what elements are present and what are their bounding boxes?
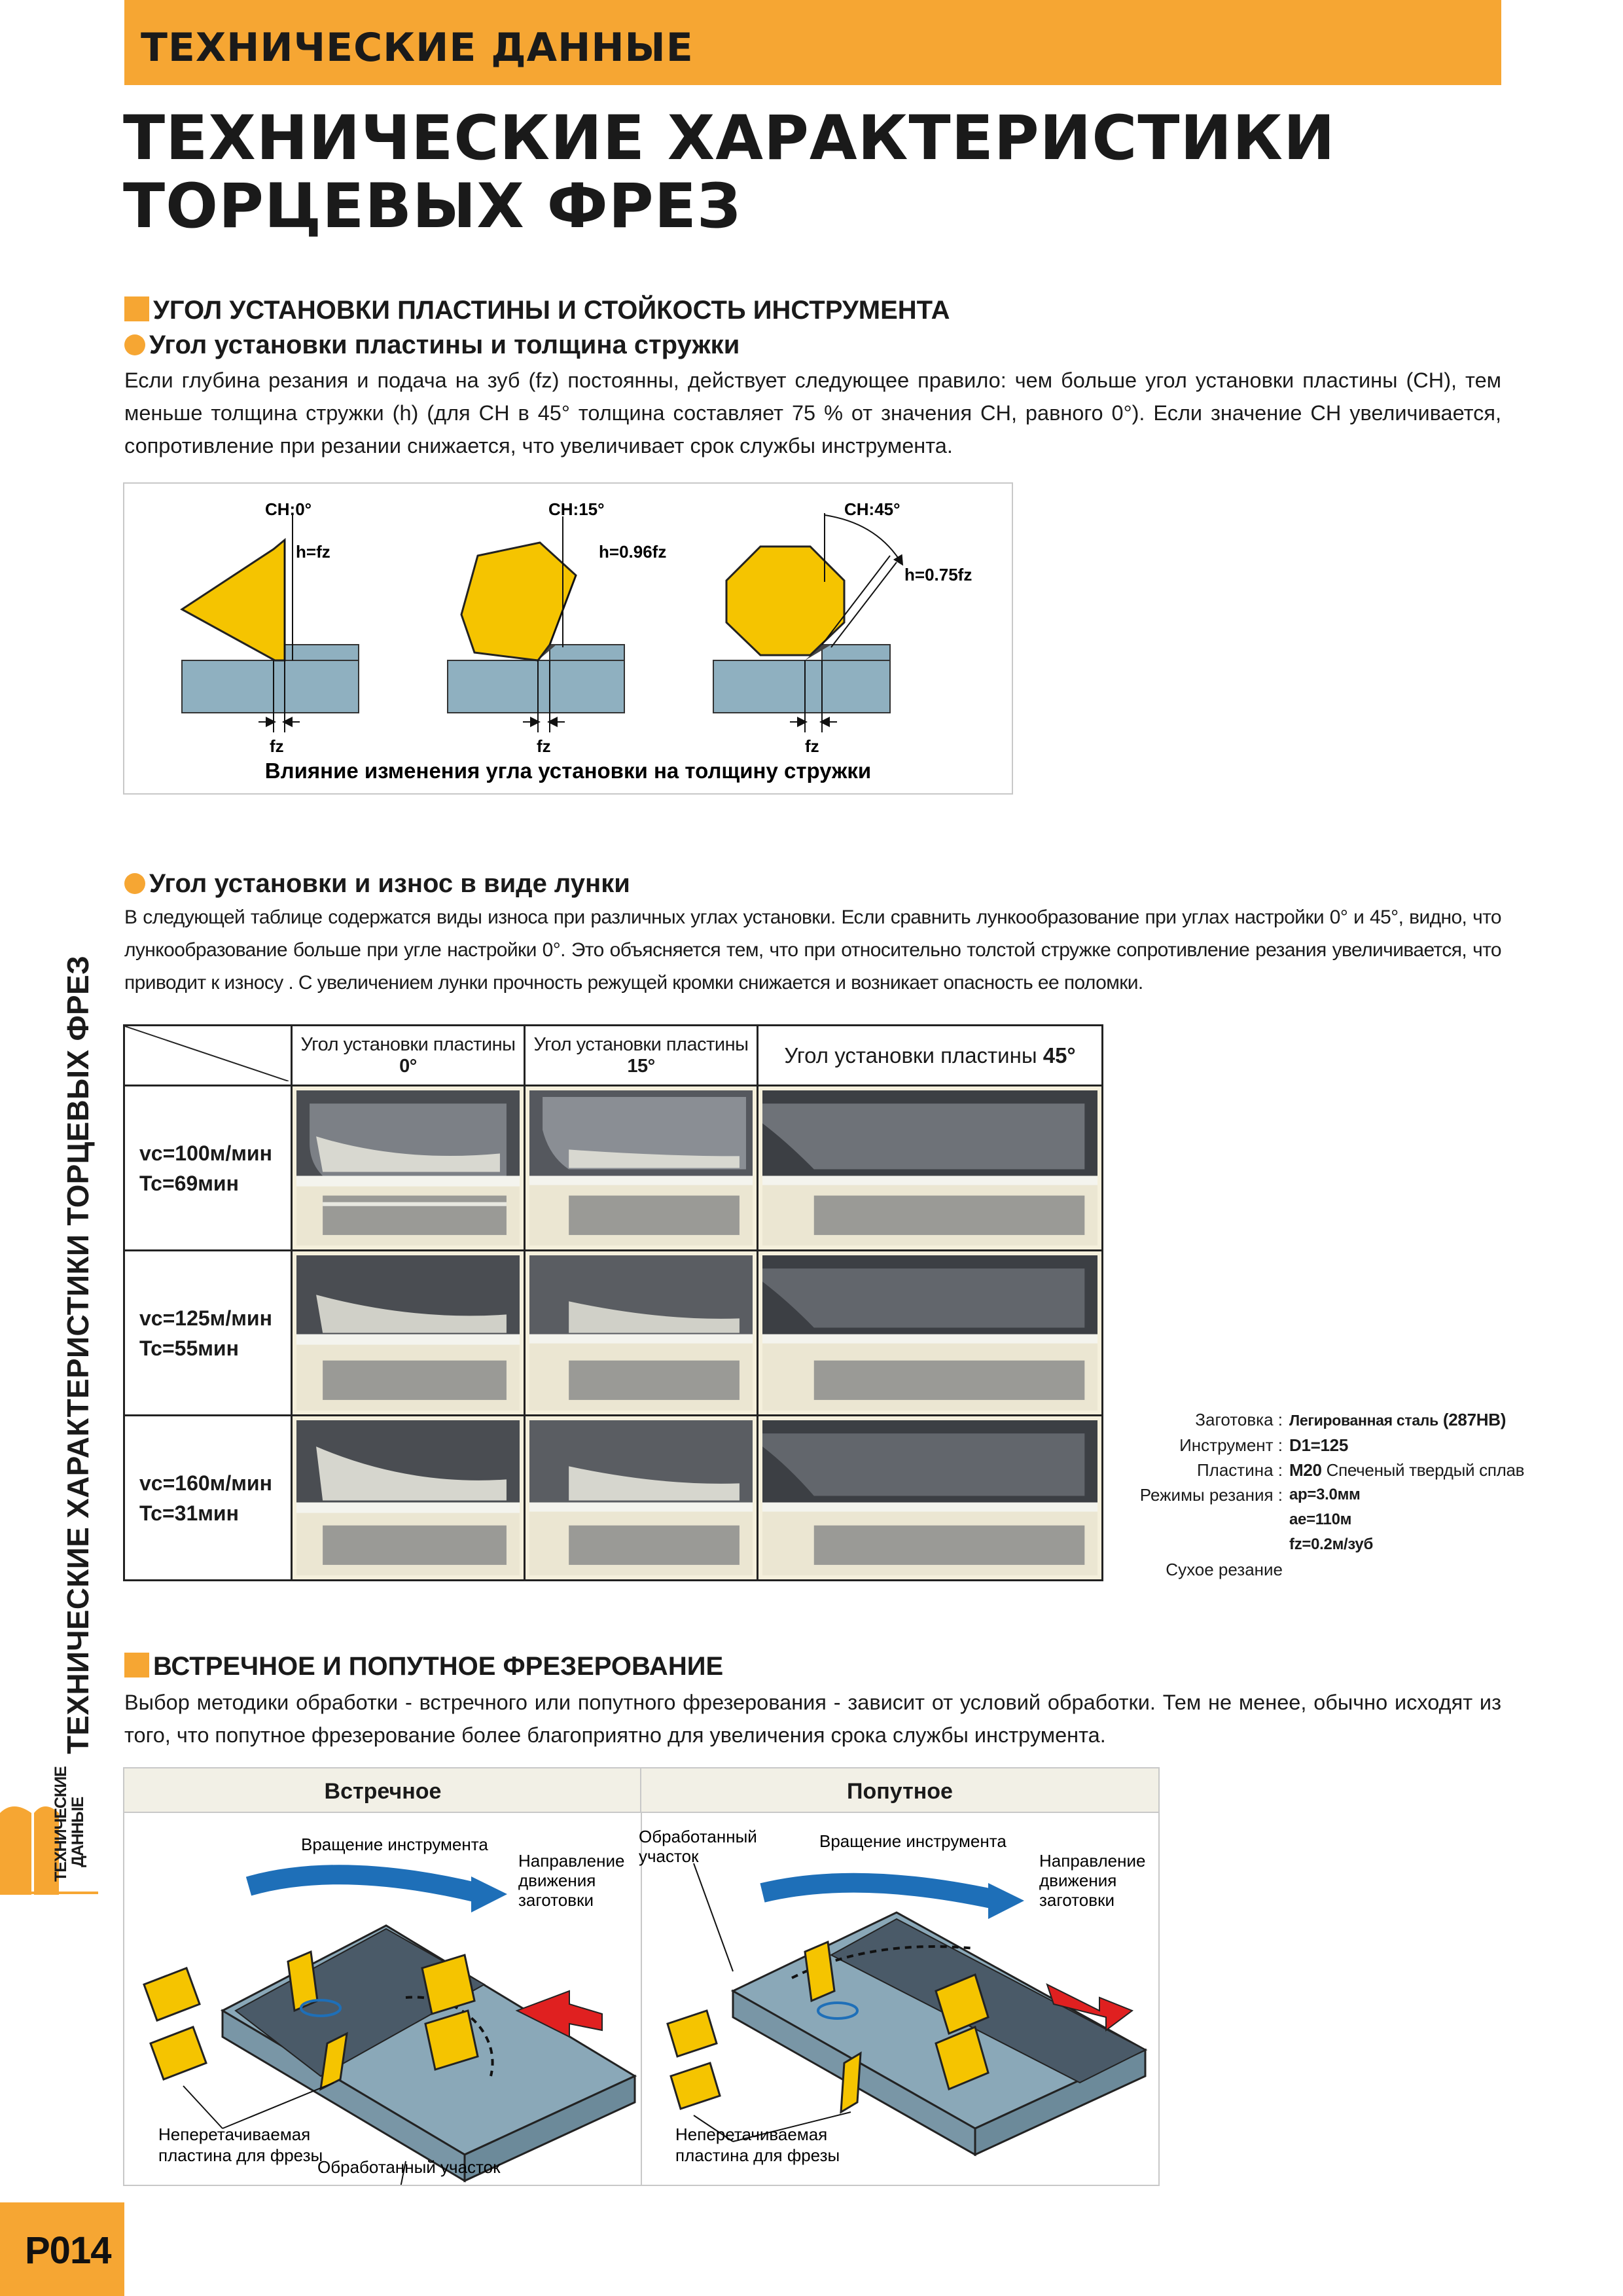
header-band <box>124 0 1501 85</box>
header-band-text: ТЕХНИЧЕСКИЕ ДАННЫЕ <box>141 25 694 71</box>
side-tab-label: ТЕХНИЧЕСКИЕ ДАННЫЕ <box>52 1767 87 1882</box>
insert-0 <box>180 537 286 662</box>
tool-value: D1=125 <box>1289 1435 1348 1455</box>
feed-label-right-1: Направление <box>1039 1851 1145 1871</box>
paragraph-chip-thickness: Если глубина резания и подача на зуб (fz… <box>124 368 1501 457</box>
wear-photo <box>757 1085 1103 1251</box>
wear-photo <box>524 1249 758 1416</box>
orange-dot-icon <box>124 334 145 355</box>
insert-label-left-2: пластина для фрезы <box>158 2145 323 2165</box>
ch45-label: CH:45° <box>844 499 901 519</box>
page-title: ТЕХНИЧЕСКИЕ ХАРАКТЕРИСТИКИ ТОРЦЕВЫХ ФРЕЗ <box>123 105 1336 241</box>
fz-label-0: fz <box>270 736 284 756</box>
dry-cutting: Сухое резание <box>1166 1560 1283 1579</box>
climb-title: Попутное <box>847 1779 953 1804</box>
workpiece-value: Легированная сталь (287HB) <box>1289 1410 1507 1429</box>
wear-photo <box>524 1085 758 1251</box>
insert-label-right-2: пластина для фрезы <box>675 2145 840 2165</box>
cutting-conditions: Заготовка : Легированная сталь (287HB) Ин… <box>1113 1407 1584 1582</box>
insert-45 <box>725 545 846 656</box>
rotation-arrow <box>245 1865 480 1903</box>
wear-header-45: Угол установки пластины 45° <box>757 1024 1103 1086</box>
subheading-chip-thickness: Угол установки пластины и толщина стружк… <box>124 331 740 360</box>
wear-photo <box>524 1414 758 1581</box>
wear-table-corner <box>123 1024 293 1086</box>
page-title-line2: ТОРЦЕВЫХ ФРЕЗ <box>123 171 741 242</box>
feed-label-right-2: движения <box>1039 1871 1116 1890</box>
page-number-box <box>0 2202 124 2296</box>
feed-label-left-2: движения <box>518 1871 596 1890</box>
workpiece-15 <box>447 660 625 713</box>
workpiece-label: Заготовка : <box>1195 1410 1283 1429</box>
feed-arrow <box>1046 1983 1134 2032</box>
insert-label-left-1: Неперетачиваемая <box>158 2125 310 2144</box>
orange-dot-icon <box>124 873 145 894</box>
paragraph-crater-wear: В следующей таблице содержатся виды изно… <box>124 906 1502 994</box>
feed-label-left-1: Направление <box>518 1851 624 1871</box>
wear-photo <box>291 1085 526 1251</box>
conventional-title: Встречное <box>324 1779 442 1804</box>
workpiece-45 <box>713 660 891 713</box>
page-number: P014 <box>25 2229 111 2272</box>
wear-photo <box>757 1414 1103 1581</box>
insert-label: Пластина : <box>1196 1460 1283 1480</box>
insert-value: M20 Спеченый твердый сплав <box>1289 1460 1525 1480</box>
workpiece-0 <box>181 660 359 713</box>
fz-label-15: fz <box>537 736 551 756</box>
modes-label: Режимы резания : <box>1139 1485 1283 1505</box>
chip-thickness-svg: CH:0° h=fz fz CH:15° h=0.96fz fz CH:45° … <box>180 499 972 783</box>
h0-label: h=fz <box>296 542 330 562</box>
wear-photo <box>291 1249 526 1416</box>
wear-photo <box>757 1249 1103 1416</box>
machined-label-left: Обработанный участок <box>317 2157 501 2177</box>
feed-label-left-3: заготовки <box>518 1890 594 1910</box>
orange-square-icon <box>124 296 149 321</box>
rotation-label-left: Вращение инструмента <box>301 1835 488 1854</box>
wear-photo <box>291 1414 526 1581</box>
ch0-label: CH:0° <box>265 499 312 519</box>
fz-label-45: fz <box>805 736 819 756</box>
rotation-arrow <box>760 1873 997 1909</box>
rotation-label-right: Вращение инструмента <box>819 1831 1007 1851</box>
orange-square-icon <box>124 1653 149 1677</box>
wear-header-0: Угол установки пластины 0° <box>291 1024 526 1086</box>
insert-label-right-1: Неперетачиваемая <box>675 2125 827 2144</box>
wear-table: Угол установки пластины 0° Угол установк… <box>123 1024 1103 1581</box>
machined-label-right-2: участок <box>639 1846 699 1866</box>
side-vertical-title: ТЕХНИЧЕСКИЕ ХАРАКТЕРИСТИКИ ТОРЦЕВЫХ ФРЕЗ <box>61 955 95 1754</box>
h45-label: h=0.75fz <box>904 565 972 584</box>
feed-arrow <box>515 1990 603 2038</box>
paragraph-milling: Выбор методики обработки - встречного ил… <box>124 1691 1501 1747</box>
machined-label-right-1: Обработанный <box>639 1827 757 1846</box>
page-title-line1: ТЕХНИЧЕСКИЕ ХАРАКТЕРИСТИКИ <box>123 103 1336 174</box>
chip-thickness-diagram: CH:0° h=fz fz CH:15° h=0.96fz fz CH:45° … <box>123 482 1013 795</box>
h15-label: h=0.96fz <box>599 542 666 562</box>
feed-label-right-3: заготовки <box>1039 1890 1115 1910</box>
book-tab-icon <box>0 1806 98 1895</box>
ch15-label: CH:15° <box>548 499 605 519</box>
tool-label: Инструмент : <box>1179 1435 1283 1455</box>
milling-svg: Вращение инструмента Направление движени… <box>143 1827 1148 2185</box>
insert-15 <box>460 541 577 662</box>
diagram-caption: Влияние изменения угла установки на толщ… <box>265 759 871 783</box>
section-heading-milling: ВСТРЕЧНОЕ И ПОПУТНОЕ ФРЕЗЕРОВАНИЕ <box>124 1652 723 1681</box>
wear-header-15: Угол установки пластины 15° <box>524 1024 758 1086</box>
section-heading-insert-angle: УГОЛ УСТАНОВКИ ПЛАСТИНЫ И СТОЙКОСТЬ ИНСТ… <box>124 296 950 325</box>
subheading-crater-wear: Угол установки и износ в виде лунки <box>124 869 630 899</box>
milling-diagram: Встречное Попутное Вращение инструмента … <box>123 1767 1160 2186</box>
